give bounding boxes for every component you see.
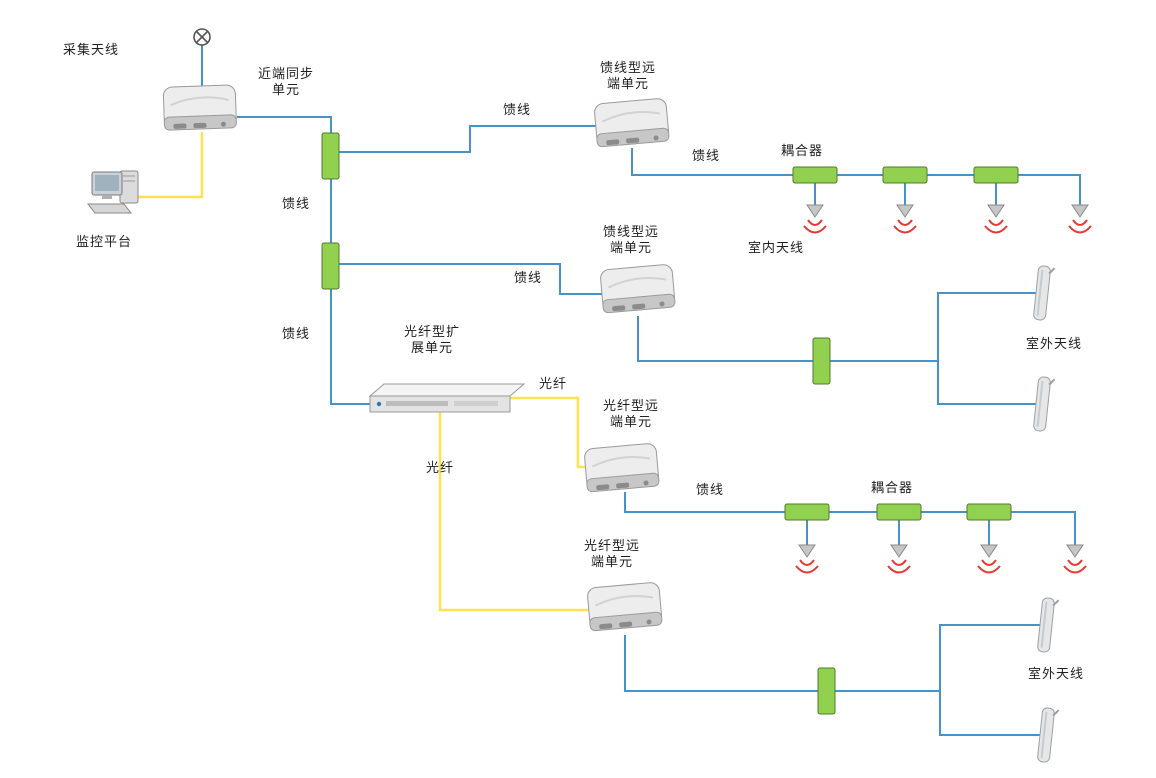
outdoor-antenna-icon bbox=[1032, 264, 1056, 322]
outdoor-antenna-icon bbox=[1036, 706, 1060, 764]
fiber-line-expansion-to-fiber-remote1 bbox=[510, 396, 590, 469]
feeder-line-splitter1-to-remote1 bbox=[339, 125, 596, 153]
label-indoor-antenna: 室内天线 bbox=[747, 240, 805, 255]
label-collect-antenna: 采集天线 bbox=[62, 42, 120, 57]
splitter-4 bbox=[817, 667, 836, 715]
label-outdoor-antenna-1: 室外天线 bbox=[1025, 336, 1083, 351]
label-near-end-sync-unit: 近端同步 单元 bbox=[257, 66, 315, 98]
label-feeder-1: 馈线 bbox=[502, 102, 532, 117]
splitter-2 bbox=[321, 242, 340, 290]
label-fiber-2: 光纤 bbox=[425, 460, 455, 475]
feeder-line-fiber-remote2-to-splitter4 bbox=[624, 635, 818, 692]
near-end-sync-unit-device bbox=[162, 83, 238, 132]
label-feeder-6: 馈线 bbox=[695, 482, 725, 497]
splitter-1 bbox=[321, 132, 340, 180]
collect-antenna-icon bbox=[193, 28, 211, 46]
label-feeder-3: 馈线 bbox=[281, 196, 311, 211]
indoor-antenna-icon bbox=[795, 544, 819, 574]
label-feeder-remote-unit-1: 馈线型远 端单元 bbox=[599, 60, 657, 92]
monitor-platform-device bbox=[86, 170, 139, 214]
fiber-remote-unit-2-device bbox=[585, 580, 664, 633]
indoor-antenna-icon bbox=[893, 204, 917, 234]
splitter-3 bbox=[812, 337, 831, 385]
coupler-row1-1 bbox=[792, 166, 838, 184]
fiber-expansion-unit-device bbox=[368, 383, 526, 413]
feeder-bus-fiber-remote1 bbox=[624, 492, 1076, 545]
label-outdoor-antenna-2: 室外天线 bbox=[1027, 666, 1085, 681]
label-feeder-4: 馈线 bbox=[513, 270, 543, 285]
fiber-remote-unit-1-device bbox=[582, 441, 661, 494]
coupler-row1-2 bbox=[882, 166, 928, 184]
label-fiber-remote-unit-1: 光纤型远 端单元 bbox=[602, 398, 660, 430]
feeder-line-splitter4-to-outdoor4 bbox=[939, 691, 1040, 736]
label-fiber-1: 光纤 bbox=[538, 376, 568, 391]
feeder-remote-unit-2-device bbox=[598, 262, 677, 315]
label-coupler-2: 耦合器 bbox=[870, 480, 914, 495]
fiber-line-expansion-to-fiber-remote2 bbox=[438, 412, 592, 612]
coupler-row2-2 bbox=[876, 503, 922, 521]
feeder-line-splitter2-to-remote2 bbox=[339, 263, 604, 295]
label-fiber-expansion-unit: 光纤型扩 展单元 bbox=[403, 324, 461, 356]
feeder-line-nearend-to-splitter1 bbox=[237, 116, 332, 133]
label-feeder-5: 馈线 bbox=[281, 326, 311, 341]
indoor-antenna-icon bbox=[887, 544, 911, 574]
coupler-row2-1 bbox=[784, 503, 830, 521]
feeder-line-remote2-to-splitter3 bbox=[637, 316, 813, 362]
feeder-remote-unit-1-device bbox=[592, 96, 671, 149]
cable-monitor-to-nearend bbox=[138, 132, 204, 199]
label-feeder-remote-unit-2: 馈线型远 端单元 bbox=[602, 224, 660, 256]
feeder-line-splitter2-to-expansion bbox=[330, 289, 370, 405]
indoor-antenna-icon bbox=[984, 204, 1008, 234]
coupler-row2-3 bbox=[966, 503, 1012, 521]
feeder-bus-remote1 bbox=[631, 148, 1081, 205]
feeder-line-splitter3-to-outdoor2 bbox=[937, 361, 1036, 405]
indoor-antenna-icon bbox=[1063, 544, 1087, 574]
feeder-line-splitter3-to-outdoor1 bbox=[830, 292, 1036, 362]
label-coupler-1: 耦合器 bbox=[780, 143, 824, 158]
label-monitor-platform: 监控平台 bbox=[75, 234, 133, 249]
indoor-antenna-icon bbox=[1068, 204, 1092, 234]
indoor-antenna-icon bbox=[803, 204, 827, 234]
coupler-row1-3 bbox=[973, 166, 1019, 184]
feeder-line-splitter4-to-outdoor3 bbox=[835, 624, 1040, 692]
outdoor-antenna-icon bbox=[1036, 596, 1060, 654]
label-feeder-2: 馈线 bbox=[691, 148, 721, 163]
label-fiber-remote-unit-2: 光纤型远 端单元 bbox=[583, 538, 641, 570]
indoor-antenna-icon bbox=[977, 544, 1001, 574]
outdoor-antenna-icon bbox=[1032, 375, 1056, 433]
